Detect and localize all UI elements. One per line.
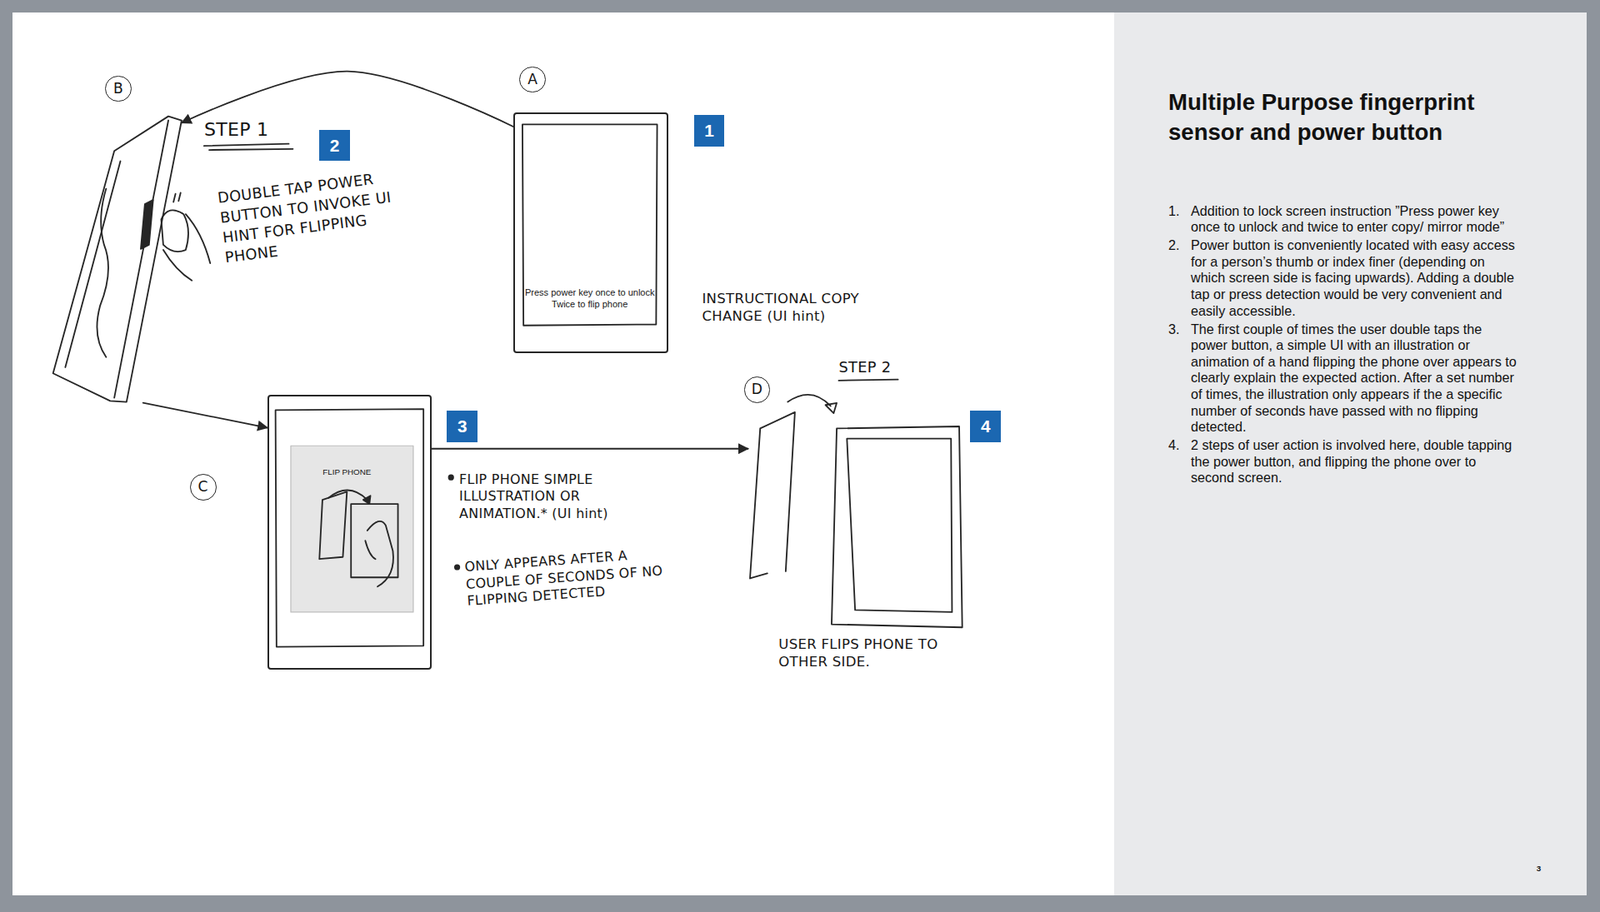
step-letter: C — [190, 474, 217, 501]
phone-edge-view — [750, 412, 795, 580]
screen-text: Press power key once to unlock Twice to … — [523, 287, 656, 310]
slide-title: Multiple Purpose fingerprint sensor and … — [1168, 87, 1546, 147]
handwritten-note: ONLY APPEARS AFTER A COUPLE OF SECONDS O… — [464, 545, 672, 611]
list-number: 1. — [1168, 203, 1191, 236]
list-number: 3. — [1168, 321, 1191, 436]
mini-phone — [350, 504, 398, 578]
handwritten-note: DOUBLE TAP POWER BUTTON TO INVOKE UI HIN… — [216, 166, 409, 269]
flow-arrow — [181, 71, 514, 127]
phone-screen: CFLIP PHONE — [267, 395, 432, 671]
thumb — [163, 214, 210, 281]
flip-arrowhead — [825, 403, 837, 414]
phone-edge — [114, 120, 169, 399]
handwritten-note: INSTRUCTIONAL COPY CHANGE (UI hint) — [701, 290, 884, 326]
callout-number: 1 — [694, 115, 725, 147]
hand — [365, 521, 394, 587]
list-row: 4.2 steps of user action is involved her… — [1168, 437, 1520, 487]
list-item: Addition to lock screen instruction ”Pre… — [1190, 203, 1521, 236]
list-row: 3.The first couple of times the user dou… — [1168, 321, 1520, 436]
callout-number: 4 — [970, 410, 1001, 443]
list-row: 1.Addition to lock screen instruction ”P… — [1168, 203, 1520, 236]
phone-sketch: B — [53, 114, 182, 404]
hint-panel — [290, 445, 414, 613]
flip-arrow — [787, 395, 830, 407]
screen-inner — [846, 439, 952, 613]
callout-number: 2 — [319, 130, 350, 162]
screen-squiggle — [96, 189, 109, 358]
screen-inner — [522, 124, 658, 325]
handwritten-note: FLIP PHONE SIMPLE ILLUSTRATION OR ANIMAT… — [459, 471, 669, 524]
step-heading: STEP 2 — [839, 359, 921, 377]
step-letter: A — [519, 66, 546, 94]
step-heading: STEP 1 — [204, 119, 306, 141]
numbered-list: 1.Addition to lock screen instruction ”P… — [1168, 203, 1520, 490]
phone-outline — [831, 426, 963, 628]
list-item: The first couple of times the user doubl… — [1190, 321, 1521, 436]
screen-inner — [275, 409, 425, 647]
list-number: 2. — [1168, 237, 1191, 320]
mini-phone — [319, 491, 347, 560]
step-underline — [204, 144, 294, 150]
phone-screen: APress power key once to unlock Twice to… — [513, 112, 669, 354]
flip-arrow — [328, 490, 368, 500]
phone-flip-sketch: D — [748, 408, 965, 628]
list-item: Power button is conveniently located wit… — [1190, 237, 1521, 320]
list-item: 2 steps of user action is involved here,… — [1190, 437, 1521, 487]
step-letter: B — [105, 75, 132, 103]
step-letter: D — [744, 376, 771, 404]
thumb-nail — [160, 210, 189, 252]
screen-edge — [65, 161, 120, 368]
flow-arrow — [143, 403, 268, 429]
step-underline — [839, 380, 899, 381]
list-row: 2.Power button is conveniently located w… — [1168, 237, 1520, 320]
callout-number: 3 — [446, 410, 478, 443]
flow-arrow — [431, 448, 749, 450]
phone-outline — [53, 116, 182, 403]
flip-arrowhead — [363, 495, 371, 505]
page-number: 3 — [1528, 864, 1549, 875]
slide-background — [12, 12, 1115, 896]
bullet — [455, 565, 460, 570]
screen-text: FLIP PHONE — [305, 467, 388, 478]
list-number: 4. — [1168, 437, 1191, 487]
handwritten-note: USER FLIPS PHONE TO OTHER SIDE. — [778, 635, 952, 672]
power-button — [140, 200, 154, 250]
tap-marks — [173, 192, 181, 202]
bullet — [449, 475, 454, 480]
